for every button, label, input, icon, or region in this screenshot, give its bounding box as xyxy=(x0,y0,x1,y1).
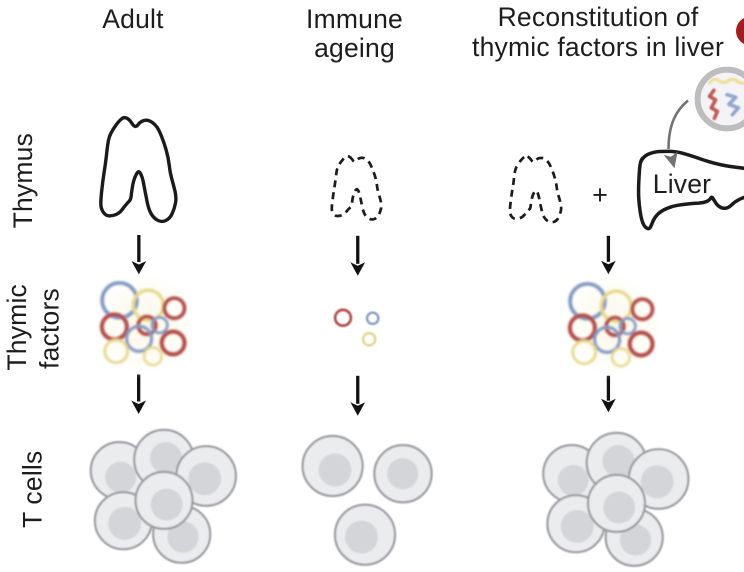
svg-text:Thymic: Thymic xyxy=(2,284,32,371)
svg-text:Adult: Adult xyxy=(102,4,164,34)
svg-text:T cells: T cells xyxy=(18,451,48,528)
svg-text:factors: factors xyxy=(35,288,65,369)
svg-text:Immune: Immune xyxy=(306,4,403,34)
svg-text:Thymus: Thymus xyxy=(8,133,38,228)
svg-text:ageing: ageing xyxy=(314,33,395,63)
svg-text:Liver: Liver xyxy=(653,169,711,199)
svg-text:+: + xyxy=(592,180,608,210)
svg-text:thymic factors in liver: thymic factors in liver xyxy=(472,32,724,62)
svg-text:Reconstitution of: Reconstitution of xyxy=(498,2,699,32)
